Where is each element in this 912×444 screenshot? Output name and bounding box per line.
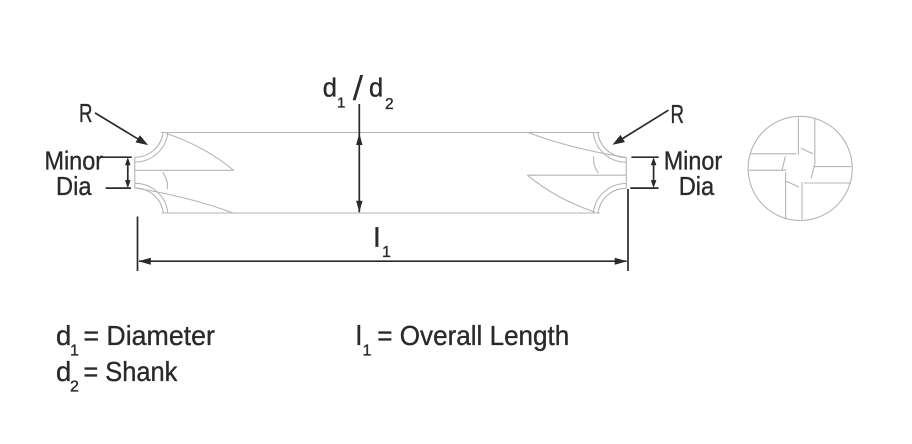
svg-text:Dia: Dia	[56, 171, 92, 201]
svg-text:2: 2	[70, 379, 79, 396]
svg-text:l: l	[356, 320, 362, 351]
svg-text:l: l	[374, 223, 380, 253]
svg-text:2: 2	[385, 96, 394, 113]
svg-text:d: d	[56, 320, 71, 351]
svg-text:d: d	[369, 75, 383, 103]
svg-text:R: R	[79, 98, 93, 128]
svg-text:d: d	[56, 356, 71, 387]
svg-text:1: 1	[337, 95, 345, 112]
svg-text:Minor: Minor	[45, 145, 104, 175]
svg-text:1: 1	[363, 343, 372, 360]
svg-text:= Overall Length: = Overall Length	[377, 320, 569, 351]
svg-text:= Diameter: = Diameter	[83, 320, 215, 351]
svg-text:Dia: Dia	[679, 171, 715, 201]
svg-text:1: 1	[382, 244, 391, 261]
svg-text:d: d	[323, 75, 337, 103]
svg-text:Minor: Minor	[664, 145, 723, 175]
svg-text:1: 1	[70, 343, 79, 360]
svg-text:= Shank: = Shank	[83, 356, 177, 387]
svg-text:/: /	[353, 70, 364, 108]
svg-text:R: R	[671, 99, 685, 129]
